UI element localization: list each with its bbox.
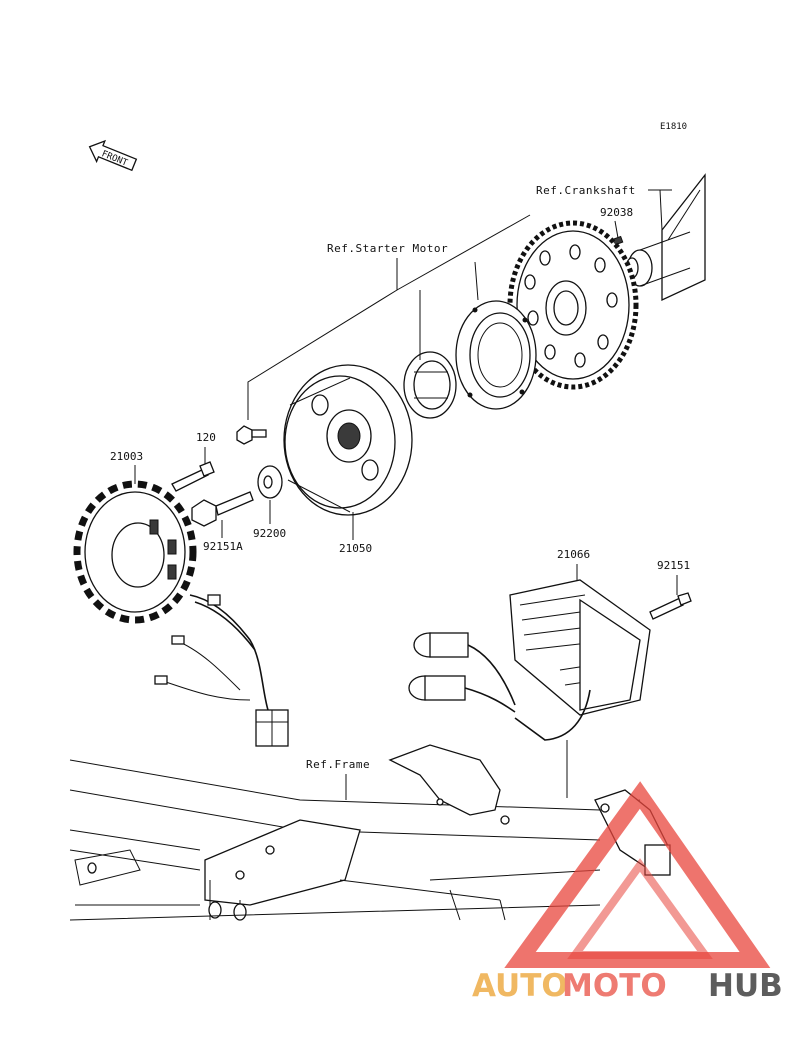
- bolt-92151A: [191, 491, 254, 527]
- part-label-92151A: 92151A: [203, 540, 243, 553]
- diagram-code: E1810: [660, 122, 687, 132]
- flywheel-bolt: [236, 425, 267, 445]
- stator-wiring: [154, 594, 289, 747]
- watermark-auto: AUTO: [472, 968, 568, 1004]
- part-label-92038: 92038: [600, 206, 633, 219]
- washer-92200: [257, 465, 283, 499]
- ref-crankshaft-label: Ref.Crankshaft: [536, 184, 636, 197]
- watermark-moto: MOTO: [562, 968, 667, 1004]
- part-label-21003: 21003: [110, 450, 143, 463]
- front-arrow-icon: FRONT: [88, 139, 138, 172]
- one-way-bearing: [403, 351, 457, 419]
- part-label-21050: 21050: [339, 542, 372, 555]
- flywheel-rotor: [283, 364, 413, 516]
- regulator-rectifier: [509, 579, 651, 741]
- stator-coil: [73, 480, 197, 624]
- part-label-92151: 92151: [657, 559, 690, 572]
- stator-bolt-120: [171, 461, 215, 492]
- part-label-120: 120: [196, 431, 216, 444]
- starter-clutch: [455, 300, 537, 410]
- ref-starter-motor-label: Ref.Starter Motor: [327, 242, 448, 255]
- watermark-hub: HUB: [708, 968, 783, 1004]
- crankshaft: [625, 173, 706, 302]
- regulator-connectors: [408, 632, 516, 713]
- part-label-21066: 21066: [557, 548, 590, 561]
- part-label-92200: 92200: [253, 527, 286, 540]
- bolt-92151: [649, 592, 692, 620]
- starter-gear: [507, 220, 639, 390]
- frame: [69, 744, 671, 921]
- ref-frame-label: Ref.Frame: [306, 758, 370, 771]
- watermark-logo: AUTO MOTO HUB: [472, 781, 783, 1004]
